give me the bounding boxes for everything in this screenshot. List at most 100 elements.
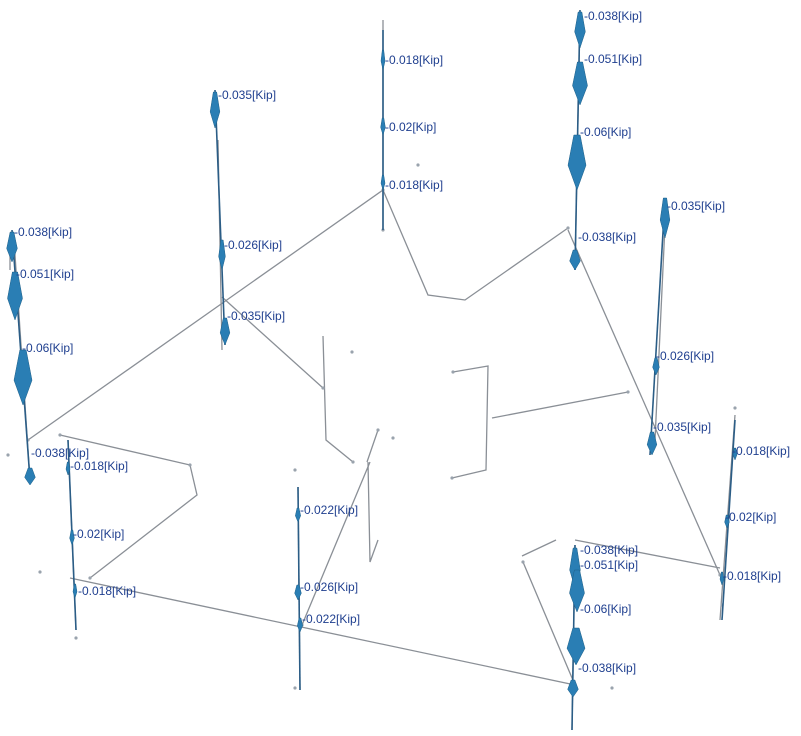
load-arrow bbox=[569, 249, 581, 271]
load-label: -0.018[Kip] bbox=[385, 53, 443, 67]
load-label: -0.026[Kip] bbox=[656, 349, 714, 363]
load-label: -0.035[Kip] bbox=[667, 199, 725, 213]
load-label: -0.038[Kip] bbox=[31, 446, 89, 460]
frame-member bbox=[367, 461, 379, 563]
frame-member bbox=[382, 189, 569, 301]
frame-member bbox=[522, 561, 576, 686]
load-arrow bbox=[380, 174, 386, 191]
node-point bbox=[626, 390, 630, 394]
frame-member bbox=[574, 539, 721, 569]
load-arrow bbox=[297, 617, 303, 633]
node-point bbox=[521, 560, 525, 564]
frame-member bbox=[491, 391, 629, 419]
load-arrow bbox=[569, 569, 585, 613]
load-label: -0.026[Kip] bbox=[224, 238, 282, 252]
frame-member bbox=[69, 577, 576, 686]
load-label: -0.06[Kip] bbox=[580, 602, 631, 616]
frame-member bbox=[654, 224, 666, 441]
frame-member bbox=[301, 461, 371, 626]
load-label: -0.035[Kip] bbox=[227, 309, 285, 323]
load-label: -0.02[Kip] bbox=[725, 510, 776, 524]
frame-member bbox=[59, 434, 198, 579]
node-point bbox=[610, 686, 614, 690]
node-point bbox=[58, 433, 62, 437]
frame-member bbox=[27, 189, 384, 441]
load-arrows bbox=[6, 11, 738, 698]
load-label: -0.018[Kip] bbox=[70, 459, 128, 473]
frame-member bbox=[567, 229, 721, 576]
load-arrow bbox=[6, 231, 18, 263]
load-stems bbox=[11, 9, 736, 731]
node-point bbox=[451, 370, 455, 374]
load-label: -0.02[Kip] bbox=[385, 120, 436, 134]
load-label: -0.035[Kip] bbox=[218, 88, 276, 102]
node-point bbox=[321, 386, 325, 390]
load-arrow bbox=[567, 679, 579, 698]
load-arrow bbox=[572, 61, 588, 106]
load-arrow bbox=[380, 49, 386, 71]
load-label: -0.051[Kip] bbox=[580, 558, 638, 572]
load-stem bbox=[214, 89, 226, 346]
node-point bbox=[350, 350, 354, 354]
load-label: -0.022[Kip] bbox=[300, 503, 358, 517]
load-label: -0.026[Kip] bbox=[300, 580, 358, 594]
load-label: -0.038[Kip] bbox=[578, 661, 636, 675]
node-point bbox=[351, 460, 355, 464]
load-label: -0.035[Kip] bbox=[653, 420, 711, 434]
load-arrow bbox=[7, 271, 23, 321]
load-arrow bbox=[719, 571, 725, 586]
load-arrow bbox=[13, 349, 33, 406]
load-arrow bbox=[218, 239, 226, 271]
load-label: -0.018[Kip] bbox=[78, 584, 136, 598]
load-label: -0.018[Kip] bbox=[732, 444, 790, 458]
load-label: -0.06[Kip] bbox=[580, 125, 631, 139]
load-arrow bbox=[219, 317, 231, 346]
frame-member bbox=[451, 365, 489, 479]
node-point bbox=[376, 428, 380, 432]
load-arrow bbox=[209, 91, 221, 129]
load-label: -0.06[Kip] bbox=[22, 341, 73, 355]
load-label: -0.051[Kip] bbox=[584, 52, 642, 66]
node-point bbox=[416, 163, 420, 167]
node-point bbox=[6, 453, 10, 457]
frame-member bbox=[322, 335, 354, 463]
node-point bbox=[188, 463, 192, 467]
load-label: -0.038[Kip] bbox=[584, 9, 642, 23]
load-stem bbox=[649, 197, 666, 456]
load-arrow bbox=[659, 197, 671, 239]
load-label: -0.022[Kip] bbox=[302, 612, 360, 626]
node-point bbox=[391, 436, 395, 440]
node-point bbox=[450, 476, 454, 480]
load-label: -0.02[Kip] bbox=[73, 527, 124, 541]
node-point bbox=[566, 226, 570, 230]
load-label: -0.038[Kip] bbox=[580, 543, 638, 557]
load-label: -0.018[Kip] bbox=[723, 569, 781, 583]
load-arrow bbox=[72, 583, 78, 599]
frame-members bbox=[6, 14, 737, 731]
load-label: -0.038[Kip] bbox=[578, 230, 636, 244]
load-arrow bbox=[732, 447, 738, 461]
frame-member bbox=[221, 296, 324, 389]
load-arrow bbox=[652, 357, 660, 376]
frame-member bbox=[366, 429, 379, 463]
load-label: -0.051[Kip] bbox=[16, 267, 74, 281]
load-label: -0.018[Kip] bbox=[385, 178, 443, 192]
node-point bbox=[293, 468, 297, 472]
load-arrow bbox=[567, 134, 587, 191]
node-point bbox=[293, 686, 297, 690]
load-arrow bbox=[574, 11, 586, 49]
node-point bbox=[88, 576, 92, 580]
load-arrow bbox=[294, 584, 302, 601]
load-arrow bbox=[380, 117, 386, 136]
load-arrow bbox=[65, 461, 71, 476]
node-point bbox=[733, 406, 737, 410]
load-labels: -0.038[Kip]-0.051[Kip]-0.06[Kip]-0.038[K… bbox=[14, 9, 790, 675]
node-point bbox=[74, 636, 78, 640]
load-arrow bbox=[24, 467, 36, 486]
load-arrow bbox=[646, 431, 658, 456]
load-arrow bbox=[724, 514, 730, 529]
load-label: -0.038[Kip] bbox=[14, 225, 72, 239]
load-arrow bbox=[295, 507, 301, 523]
load-arrow bbox=[69, 529, 75, 546]
